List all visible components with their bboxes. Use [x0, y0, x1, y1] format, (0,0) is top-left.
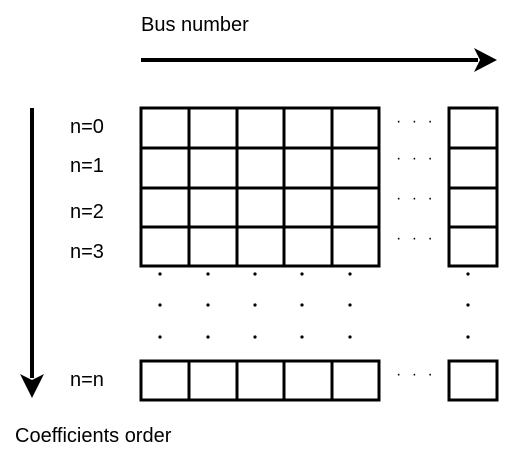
- matrix-cell: [187, 225, 239, 268]
- bus-number-label: Bus number: [141, 14, 249, 36]
- matrix-cell: [330, 106, 381, 150]
- matrix-row-nn: [139, 359, 499, 402]
- matrix-cell: [282, 186, 334, 229]
- matrix-cell: [447, 225, 499, 268]
- matrix-cell: [282, 225, 334, 268]
- horizontal-ellipsis: · · ·: [396, 366, 436, 383]
- row-label-n2: n=2: [70, 201, 104, 223]
- coefficients-order-arrow: [20, 108, 44, 398]
- matrix-cell: [282, 106, 334, 150]
- matrix-last-column: [447, 106, 499, 268]
- matrix-cell: [235, 225, 286, 268]
- row-label-n3: n=3: [70, 241, 104, 263]
- row-label-n0: n=0: [70, 116, 104, 138]
- matrix-cell: [235, 146, 286, 190]
- horizontal-ellipsis: · · ·: [396, 230, 436, 247]
- matrix-cell: [187, 146, 239, 190]
- matrix-cell: [235, 186, 286, 229]
- matrix-cell: [235, 106, 286, 150]
- row-label-n1: n=1: [70, 155, 104, 177]
- matrix-cell: [447, 359, 499, 402]
- matrix-cell: [282, 359, 334, 402]
- vertical-ellipsis: [158, 272, 470, 339]
- matrix-cell: [447, 186, 499, 229]
- matrix-cell: [330, 146, 381, 190]
- matrix-cell: [139, 146, 191, 190]
- horizontal-ellipsis: · · ·: [396, 113, 436, 130]
- bus-number-arrow: [141, 48, 497, 72]
- matrix-cell: [139, 225, 191, 268]
- matrix-cell: [187, 186, 239, 229]
- matrix-cell: [187, 106, 239, 150]
- matrix-cell: [282, 146, 334, 190]
- matrix-cell: [330, 186, 381, 229]
- matrix-cell: [187, 359, 239, 402]
- matrix-cell: [139, 186, 191, 229]
- matrix-cell: [235, 359, 286, 402]
- matrix-cell: [330, 359, 381, 402]
- row-label-nn: n=n: [70, 369, 104, 391]
- horizontal-ellipsis: · · ·: [396, 150, 436, 167]
- matrix-cell: [447, 146, 499, 190]
- matrix-cell: [139, 106, 191, 150]
- matrix-cell: [139, 359, 191, 402]
- coefficients-order-label: Coefficients order: [15, 425, 172, 447]
- matrix-cell: [330, 225, 381, 268]
- matrix-grid: [139, 106, 381, 268]
- horizontal-ellipsis: · · ·: [396, 190, 436, 207]
- matrix-cell: [447, 106, 499, 150]
